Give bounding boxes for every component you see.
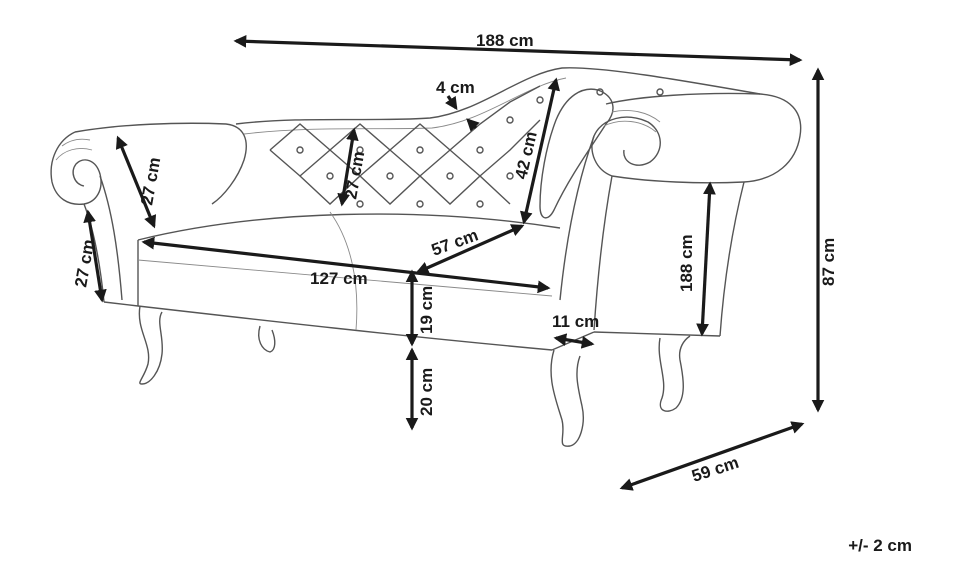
arrow-total-depth xyxy=(619,421,805,491)
label-seat-length: 127 cm xyxy=(310,269,368,288)
label-back-padding: 4 cm xyxy=(436,78,475,97)
arrow-total-length xyxy=(233,34,803,67)
arrow-back-padding-a xyxy=(444,95,458,111)
label-total-length: 188 cm xyxy=(476,31,534,50)
arrow-back-padding-b xyxy=(466,118,480,132)
dimension-labels: 188 cm 4 cm 27 cm 42 cm 57 cm 127 cm 27 … xyxy=(71,31,838,486)
tufting-pattern xyxy=(269,85,664,208)
label-leg-height: 20 cm xyxy=(417,368,436,416)
arrow-left-arm-height xyxy=(83,209,107,303)
arrow-arm-thickness xyxy=(553,333,595,349)
arrow-backrest-low xyxy=(337,127,359,207)
label-backrest-low: 27 cm xyxy=(341,150,368,201)
label-arm-thickness: 11 cm xyxy=(552,312,599,331)
tolerance-note: +/- 2 cm xyxy=(848,536,912,555)
label-left-arm-height: 27 cm xyxy=(71,238,98,289)
label-left-arm-width: 27 cm xyxy=(137,156,164,207)
arrow-left-arm-width xyxy=(115,135,157,229)
dimension-arrows xyxy=(83,34,825,491)
label-total-depth: 59 cm xyxy=(689,453,741,486)
arrow-right-arm-height xyxy=(696,181,716,337)
label-right-arm-height: 188 cm xyxy=(677,234,696,292)
arrow-seat-length xyxy=(141,236,551,294)
label-total-height: 87 cm xyxy=(819,238,838,286)
arrow-backrest-high xyxy=(520,77,560,225)
label-seat-thickness: 19 cm xyxy=(417,286,436,334)
